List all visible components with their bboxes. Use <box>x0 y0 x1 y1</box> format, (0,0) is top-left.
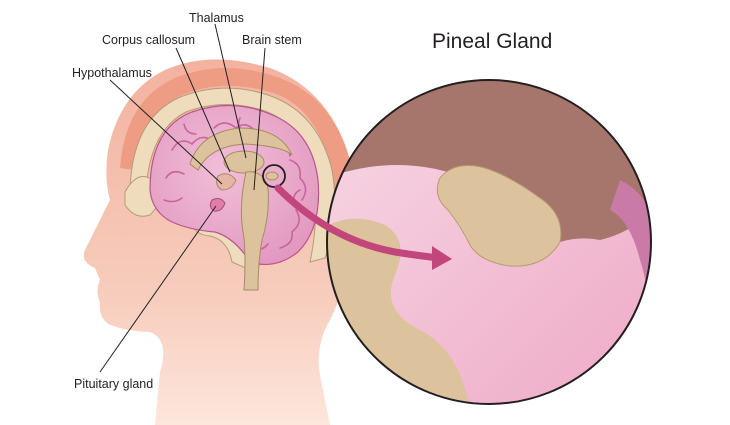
label-hypothalamus: Hypothalamus <box>72 66 152 80</box>
label-thalamus: Thalamus <box>189 11 244 25</box>
diagram-title: Pineal Gland <box>432 30 552 53</box>
pineal-highlight-circle <box>262 164 286 188</box>
hypothalamus <box>216 173 237 191</box>
zoom-upper-tissue <box>327 80 651 242</box>
zoom-arrow-head <box>432 246 452 270</box>
zoom-circle-border <box>326 79 652 405</box>
leader-lines <box>99 23 266 373</box>
zoom-arrow <box>274 184 444 262</box>
zoom-view <box>327 80 651 404</box>
zoom-right-tissue <box>610 180 651 404</box>
label-pituitary-gland: Pituitary gland <box>74 377 153 391</box>
thalamus <box>223 150 265 174</box>
label-brain-stem: Brain stem <box>242 33 302 47</box>
brain-stem <box>240 171 269 291</box>
skull-bone <box>129 87 336 263</box>
pineal-gland-small <box>265 171 279 181</box>
zoom-pineal-gland <box>436 165 562 267</box>
label-corpus-callosum: Corpus callosum <box>102 33 195 47</box>
